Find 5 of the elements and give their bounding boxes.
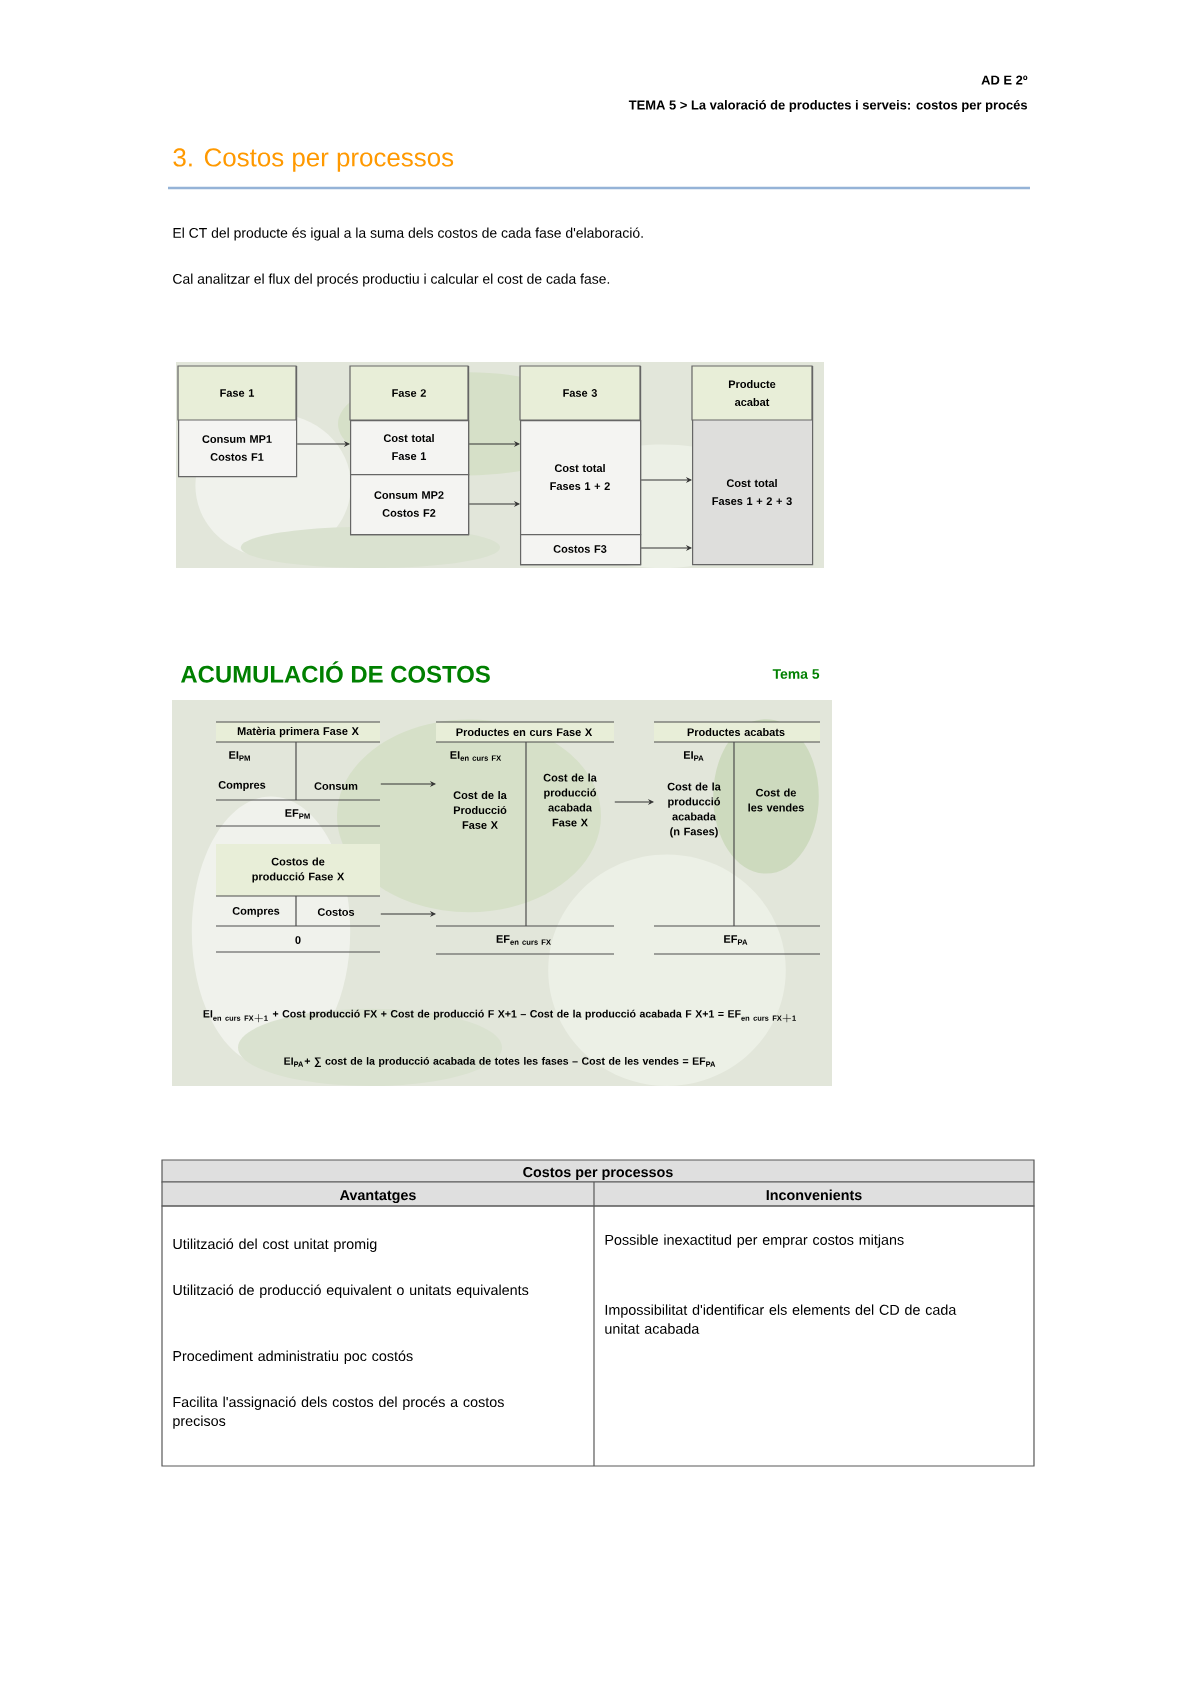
node-label: $\mathbf{EF}_{\mathbf{en\ curs\ FX}}$	[496, 935, 551, 945]
formula-text: $\mathbf{EI}_{\mathbf{en\ curs\ FX+1}}\ \mbox{\bfseries + Cost producció FX + Cost de producció F X+1 – Cost de la producció acabada F X+1 =}\ \mathbf{EF}_{\mathbf{en\ curs\ FX+1}}$	[203, 1009, 796, 1023]
slide-title: ACUMULACIÓ DE COSTOS	[181, 661, 490, 683]
node-label: $\mathbf{EI}_{\mathbf{en\ curs\ FX}}$	[450, 751, 502, 761]
section-title: 3. Costos per processos	[173, 148, 454, 172]
